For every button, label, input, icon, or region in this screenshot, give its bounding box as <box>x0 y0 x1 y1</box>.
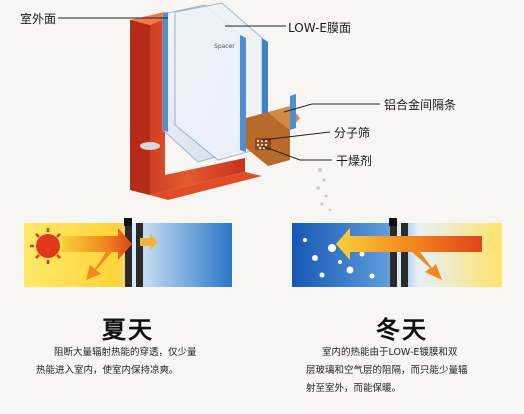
glass-panes <box>162 2 268 163</box>
winter-description-line: 层玻璃和空气层的阻隔，而只能少量辐 <box>306 365 468 376</box>
callout-lines <box>58 17 380 161</box>
summer-description-line: 阻断大量辐射热能的穿透，仅少量 <box>54 347 197 358</box>
label-aluminum-spacer: 铝合金间隔条 <box>384 98 457 112</box>
drip-mark <box>140 142 160 150</box>
label-low-e-coating: LOW-E膜面 <box>288 21 351 35</box>
desiccant-granules <box>316 168 332 212</box>
snowflake-icon <box>303 238 375 279</box>
window-frame <box>130 12 262 200</box>
winter-title: 冬天 <box>376 315 428 344</box>
arrow-icon <box>336 228 482 280</box>
summer-description-line: 热能进入室内，使室内保持凉爽。 <box>36 365 179 376</box>
summer-description: 阻断大量辐射热能的穿透，仅少量 热能进入室内，使室内保持凉爽。 <box>36 344 197 380</box>
label-desiccant: 干燥剂 <box>336 154 373 168</box>
winter-description: 室内的热能由于LOW-E镀膜和双 层玻璃和空气层的阻隔，而只能少量辐 射至室外，… <box>306 344 468 398</box>
winter-description-line: 室内的热能由于LOW-E镀膜和双 <box>322 347 458 358</box>
winter-description-line: 射至室外，而能保暖。 <box>306 383 402 394</box>
spacer-text: Spacer <box>214 43 235 50</box>
arrow-icon <box>62 228 158 280</box>
summer-panel <box>24 218 232 287</box>
winter-panel <box>292 218 502 287</box>
label-indoor-surface: 室外面 <box>20 12 57 26</box>
summer-title: 夏天 <box>102 315 154 344</box>
label-molecular-sieve: 分子筛 <box>334 126 371 140</box>
